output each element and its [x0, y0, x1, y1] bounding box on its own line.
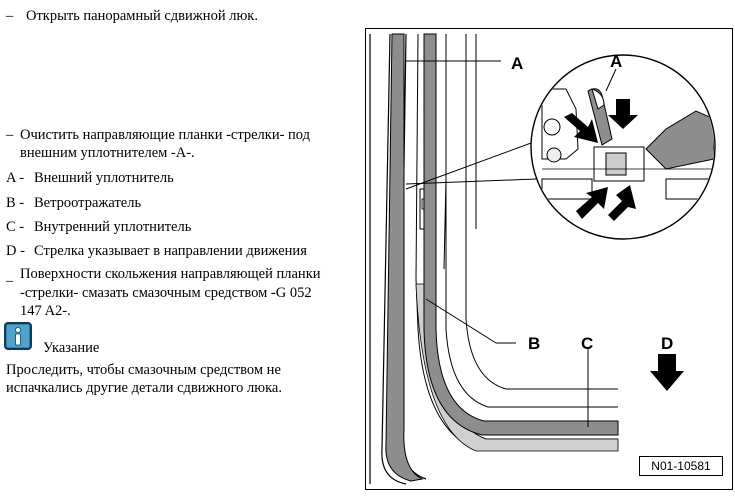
label-a-outer: A — [511, 54, 523, 73]
step-2-line-1: Очистить направляющие планки -стрелки- п… — [20, 127, 311, 143]
legend-key-d: D - — [6, 243, 25, 259]
step-2-line-2: внешним уплотнителем -A-. — [20, 145, 195, 161]
note-title: Указание — [43, 340, 100, 356]
outer-seal-a — [385, 33, 424, 482]
note-line-1: Проследить, чтобы смазочным средством не — [6, 362, 281, 378]
arrow-diag-upper-detail — [564, 113, 598, 143]
legend-text-a: Внешний уплотнитель — [34, 170, 174, 186]
sunroof-seal-figure: A A B C D — [365, 28, 733, 490]
sunroof-seal-drawing: A A B C D — [369, 33, 716, 485]
label-b: B — [528, 334, 540, 353]
lubricate-bullet: – — [6, 273, 14, 289]
legend-text-d: Стрелка указывает в направлении движения — [34, 243, 307, 259]
lubricate-line-1: Поверхности скольжения направляющей план… — [20, 266, 321, 282]
legend-text-c: Внутренний уплотнитель — [34, 219, 192, 235]
arrow-diag-lower-right-detail — [608, 185, 636, 221]
arrow-diag-lower-left-detail — [576, 187, 608, 219]
step-1-text: Открыть панорамный сдвижной люк. — [26, 8, 258, 24]
figure-code: N01-10581 — [639, 456, 723, 476]
label-d: D — [661, 334, 673, 353]
legend-key-c: C - — [6, 219, 25, 235]
info-icon — [4, 322, 32, 350]
inner-seal-c — [423, 33, 619, 436]
direction-arrow-d — [650, 354, 684, 391]
lubricate-line-3: 147 A2-. — [20, 303, 71, 319]
step-1-bullet: – — [6, 8, 14, 24]
legend-key-a: A - — [6, 170, 25, 186]
arrow-down-detail — [608, 99, 638, 129]
lubricate-line-2: -стрелки- смазать смазочным средством -G… — [20, 285, 312, 301]
label-a-detail: A — [610, 52, 622, 71]
legend-key-b: B - — [6, 195, 25, 211]
label-c: C — [581, 334, 593, 353]
step-2-bullet: – — [6, 127, 14, 143]
note-line-2: испачкались другие детали сдвижного люка… — [6, 380, 282, 396]
legend-text-b: Ветроотражатель — [34, 195, 142, 211]
